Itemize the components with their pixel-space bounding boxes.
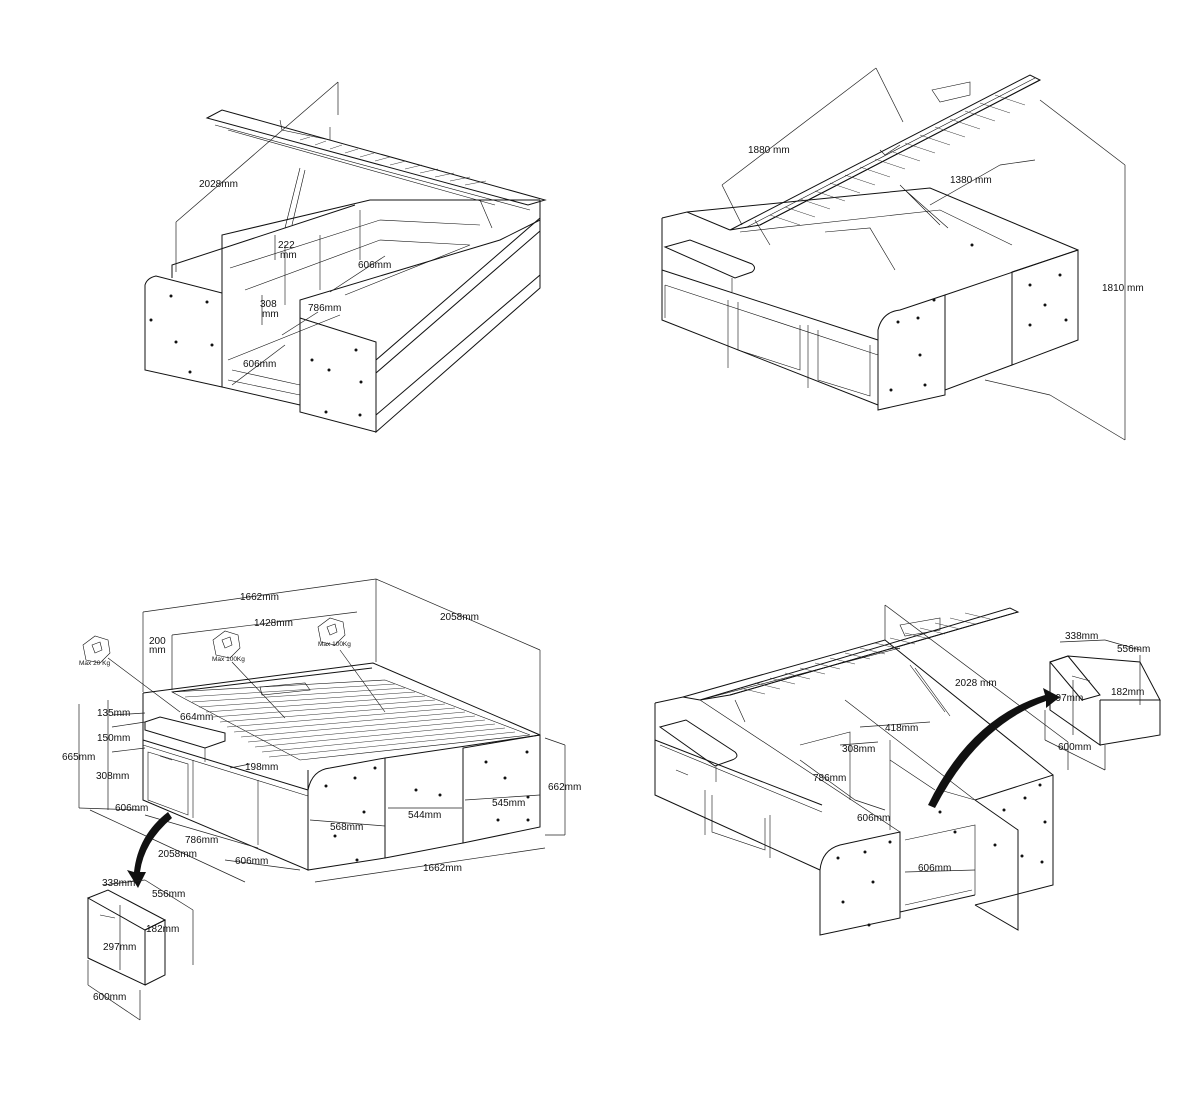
dim-label: 2028mm — [199, 179, 238, 190]
dim-label: 606mm — [235, 856, 268, 867]
drawer-detail — [1044, 639, 1161, 771]
load-icons — [82, 617, 386, 719]
dim-label: 1880 mm — [748, 145, 790, 156]
dim-label: 1662mm — [423, 863, 462, 874]
lifted-slat-frame — [205, 109, 547, 229]
dimension-lines — [78, 578, 566, 883]
dim-label: 662mm — [548, 782, 581, 793]
dim-label: 222 — [278, 240, 295, 251]
dimension-lines — [721, 67, 1126, 441]
dim-label: 308mm — [842, 744, 875, 755]
bed-outline — [142, 662, 541, 871]
dim-label: 568mm — [330, 822, 363, 833]
dim-label: 2058mm — [440, 612, 479, 623]
figure-bottom-left: 1662mm 1428mm 2058mm 200 mm 135mm 664mm … — [62, 578, 581, 1021]
screw-dots — [149, 294, 363, 417]
dim-label: 2028 mm — [955, 678, 997, 689]
drawer-dim-label: 182mm — [146, 924, 179, 935]
dim-label: 544mm — [408, 810, 441, 821]
dim-label: 606mm — [115, 803, 148, 814]
load-badge-right-bed — [317, 617, 386, 713]
dim-label: 786mm — [813, 773, 846, 784]
dim-label: 200 — [149, 636, 166, 647]
figure-bottom-right: 2028 mm 418mm 308mm 786mm 606mm 606mm 33… — [654, 604, 1161, 936]
dim-label: mm — [262, 309, 279, 320]
load-badge-label: Max 100Kg — [212, 656, 245, 663]
dim-label: 545mm — [492, 798, 525, 809]
dim-label: 606mm — [857, 813, 890, 824]
dim-label: 665mm — [62, 752, 95, 763]
dim-label: 2058mm — [158, 849, 197, 860]
dim-label: 786mm — [308, 303, 341, 314]
lifted-slat-frame — [699, 607, 1020, 723]
figure-top-left: 2028mm 222 mm 606mm 308 mm 786mm 606mm — [144, 81, 547, 434]
dimension-lines — [799, 604, 1069, 873]
dim-label: 606mm — [243, 359, 276, 370]
screw-dots — [324, 750, 530, 862]
dim-label: mm — [280, 250, 297, 261]
drawer-dim-label: 338mm — [1065, 631, 1098, 642]
load-badge-label: Max 20 Kg — [79, 660, 110, 667]
bed-outline — [144, 199, 541, 434]
load-badge-shelf — [82, 635, 181, 713]
screw-dots — [889, 243, 1068, 392]
dim-label: 1810 mm — [1102, 283, 1144, 294]
dim-label: 198mm — [245, 762, 278, 773]
dim-label: 606mm — [918, 863, 951, 874]
drawer-dim-label: 556mm — [152, 889, 185, 900]
dim-label: 664mm — [180, 712, 213, 723]
pull-out-arrow — [127, 812, 172, 888]
drawer-dim-label: 600mm — [1058, 742, 1091, 753]
drawer-dim-label: 600mm — [93, 992, 126, 1003]
pull-out-arrow — [928, 688, 1060, 808]
dim-label: 308mm — [96, 771, 129, 782]
dim-label: 1662mm — [240, 592, 279, 603]
drawer-dim-label: 556mm — [1117, 644, 1150, 655]
drawer-dim-label: 338mm — [102, 878, 135, 889]
load-badge-left-bed — [212, 630, 286, 719]
bed-outline — [661, 187, 1079, 411]
dim-label: 786mm — [185, 835, 218, 846]
dim-label: mm — [149, 645, 166, 656]
dim-label: 135mm — [97, 708, 130, 719]
screw-dots — [836, 783, 1047, 927]
dimension-lines — [175, 81, 386, 386]
dim-label: 418mm — [885, 723, 918, 734]
figure-top-right: 1880 mm 1380 mm 1810 mm — [661, 67, 1144, 441]
lifted-slat-frame — [729, 74, 1042, 246]
dim-label: 1380 mm — [950, 175, 992, 186]
dim-label: 308 — [260, 299, 277, 310]
drawer-dim-label: 297mm — [1050, 693, 1083, 704]
drawer-dim-label: 297mm — [103, 942, 136, 953]
dim-label: 150mm — [97, 733, 130, 744]
load-badge-label: Max 100Kg — [318, 641, 351, 648]
dim-label: 1428mm — [254, 618, 293, 629]
dim-label: 606mm — [358, 260, 391, 271]
drawer-detail — [86, 879, 194, 1021]
drawer-dim-label: 182mm — [1111, 687, 1144, 698]
